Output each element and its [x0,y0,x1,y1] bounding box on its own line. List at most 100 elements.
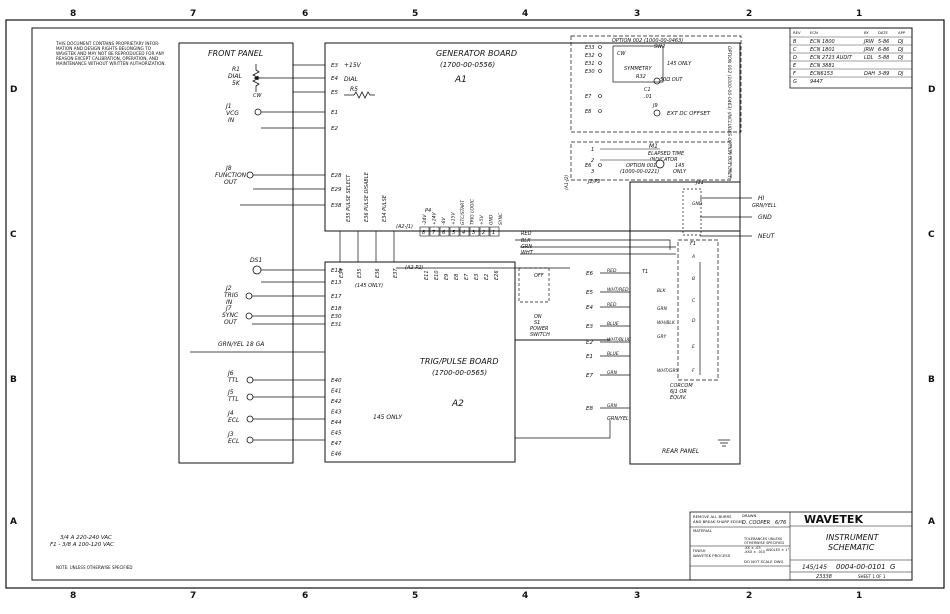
terminal-node [598,61,602,65]
meter-only-label: ONLY [673,169,687,175]
r1-cw-label: CW [253,93,262,99]
meter-pin-1: 1 [591,147,594,153]
notice-line-3: WAVETEK AND MAY NOT BE REPRODUCED FOR AN… [56,51,165,56]
e36-pulse-disable-label: E36 PULSE DISABLE [364,171,370,222]
grn-yell-label: GRN/YELL [752,203,777,209]
rear-panel-title: REAR PANEL [662,448,699,455]
zone-label-top: 1 [856,9,862,19]
trig-terminal: E31 [331,322,341,328]
revision-cell: C [793,47,797,53]
j9-label: J9 [652,103,658,109]
e35-pulse-select-label: E35 PULSE SELECT [346,174,352,222]
sw2-cw-label: CW [617,51,626,57]
generator-board-title: GENERATOR BOARD [436,49,517,58]
j3-label: J3 [227,431,234,438]
zone-label-top: 8 [70,9,76,19]
revision-header: APP [898,30,906,35]
revision-cell: ECN6153 [810,71,833,77]
zone-label-right: D [928,85,935,95]
trig-p4-terminal: E10 [434,270,440,280]
terminal-node [598,109,602,113]
filter-terminal: A [691,254,695,260]
j8-connector-icon [246,171,254,179]
zone-label-top: 5 [412,9,418,19]
transformer-terminal: E4 [586,305,593,311]
p4-signal: -24V [422,214,428,225]
notice-line-5: MAINTENANCE WITHOUT WRITTEN AUTHORIZATIO… [56,61,166,66]
company-logo: WAVETEK [804,513,863,526]
trig-only-label: (145 ONLY) [355,283,383,289]
r32-value: 50Ω OUT [660,77,683,83]
m1-label: M1 [649,143,658,150]
zone-label-bottom: 3 [634,591,640,601]
generator-right-terminal: E6 [585,163,591,169]
c1-value: .01 [644,94,652,100]
grn-yel-label: GRN/YEL [607,416,629,422]
p4-pin: 4 [462,230,465,236]
p4-signal: GND [489,214,495,225]
ds1-label: DS1 [250,257,262,264]
p4-signal: -8V [441,217,447,225]
trig-p4-terminal: E26 [494,270,500,280]
revision-header: ECN [810,30,818,35]
generator-terminal: E38 [331,203,342,209]
r32-connector-icon [653,77,661,85]
zone-label-bottom: 6 [302,591,308,601]
revision-header: REV [793,30,801,35]
wire-color-label: RED [607,302,617,308]
revision-letter: G [890,563,896,571]
p4-pin-box [439,226,450,237]
fuse-note-line-1: 3/4 A 220-240 VAC [60,535,112,541]
r1-dial-label: DIAL [228,73,242,80]
p4-pin-box [459,226,470,237]
wire-wht-label: WHT [521,250,534,256]
j7-label: J7 [225,305,232,312]
terminal-node [598,163,602,167]
symmetry-only-label: 145 ONLY [667,61,692,67]
neut-label: NEUT [758,233,776,240]
sheet-number: SHEET 1 OF 1 [858,574,886,579]
wire-color-label: WHT/RED [607,287,629,293]
symmetry-label: SYMMETRY [624,66,653,72]
trig-lower-terminal: E45 [331,431,342,437]
revision-cell: ECN 3881 [810,63,835,69]
r1-value: 5K [232,80,241,87]
trig-terminal: E30 [331,314,342,320]
p4-pin-box [429,226,440,237]
revision-cell: DJ [898,39,904,45]
p4-pin: 7 [432,230,436,236]
wire-red-label: RED [521,231,532,237]
trig-lower-terminal: E47 [331,441,342,447]
title-block: REMOVE ALL BURRS AND BREAK SHARP EDGES D… [689,511,913,581]
trig-p4-terminal: E2 [484,274,490,280]
terminal-node [598,69,602,73]
wire-color-label: BLUE [607,321,619,327]
p4-pin: 6 [442,230,445,236]
p4-pin-box [469,226,480,237]
meter-pin-2: 2 [591,158,594,164]
r5-label: R5 [350,86,358,93]
terminal-node [598,94,602,98]
j7-out-label: OUT [224,319,238,326]
trig-p4-terminal: E11 [424,270,430,280]
transformer-terminal: E2 [586,340,593,346]
revision-cell: F [793,71,796,77]
revision-cell: DJ [898,47,904,53]
j4-ecl-label: ECL [228,417,239,424]
trig-board-outline [324,261,516,463]
plus15v-label: +15V [344,62,362,69]
trig-p4-terminal: E7 [464,273,470,280]
scale-note: DO NOT SCALE DWG [744,559,784,564]
generator-right-terminal: E33 [585,45,595,51]
sw2-symmetry-box [612,45,664,83]
zone-label-top: 7 [190,9,196,19]
j2-connector-icon [245,292,253,300]
